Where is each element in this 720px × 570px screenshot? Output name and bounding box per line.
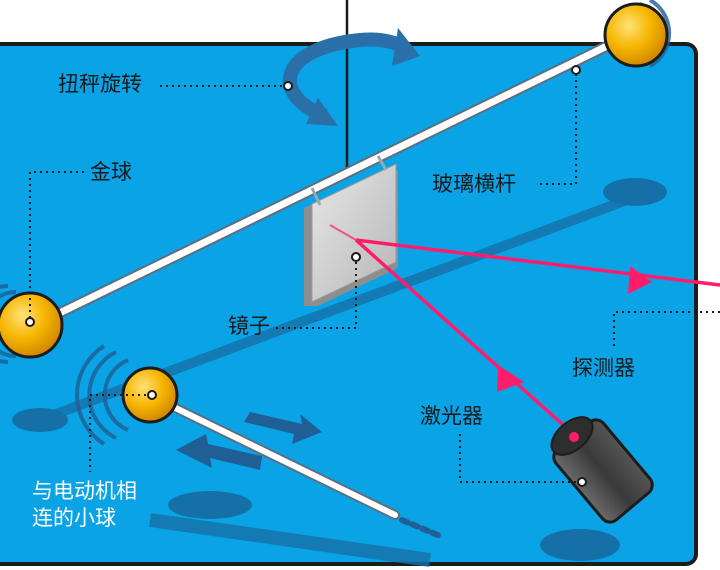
leader-lines — [29, 72, 720, 483]
label-motor-ball-line1: 与电动机相 — [32, 479, 137, 503]
label-mirror: 镜子 — [228, 314, 270, 338]
glass-rod — [29, 24, 646, 331]
motion-arrow-icon — [176, 412, 322, 470]
label-gold-ball: 金球 — [90, 160, 132, 184]
label-glass-rod: 玻璃横杆 — [432, 172, 516, 196]
motor-rod — [150, 393, 443, 539]
shadow-layer — [12, 178, 667, 567]
label-motor-ball: 与电动机相 连的小球 — [32, 478, 137, 533]
gold-ball-right — [603, 2, 669, 68]
rotation-arrow-icon — [282, 28, 420, 126]
leader-end-dots — [25, 65, 587, 487]
laser-device-icon — [550, 416, 654, 524]
label-motor-ball-line2: 连的小球 — [32, 506, 116, 531]
label-detector: 探测器 — [572, 356, 635, 380]
detector-arrow-icon — [628, 266, 652, 294]
label-laser: 激光器 — [420, 404, 483, 428]
laser-arrow-icon — [497, 365, 524, 392]
laser-beams — [329, 224, 720, 442]
label-torsion-rotation: 扭秤旋转 — [58, 72, 142, 96]
